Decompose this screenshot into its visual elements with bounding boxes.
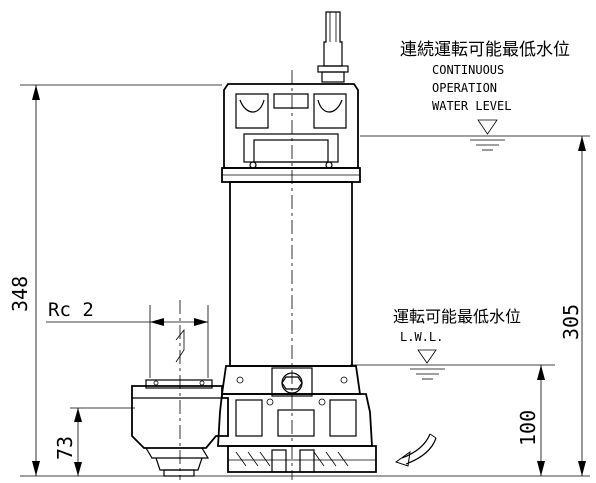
dimension-total-height-value: 348	[8, 276, 32, 312]
continuous-level-label-en-3: WATER LEVEL	[432, 99, 511, 113]
dimension-continuous-level-value: 305	[559, 304, 583, 340]
rotation-arrow-icon	[394, 433, 437, 467]
outlet-elbow	[131, 300, 229, 480]
dimension-outlet-height: 73	[53, 407, 135, 476]
continuous-level-label-jp: 連続運転可能最低水位	[400, 40, 570, 60]
dimension-total-height: 348	[8, 84, 380, 477]
continuous-level-label-en-1: CONTINUOUS	[432, 63, 504, 77]
dimension-lwl-level-value: 100	[516, 410, 540, 446]
dimension-outlet-width	[46, 305, 209, 378]
dimension-continuous-level: 305	[380, 136, 590, 477]
dimension-outlet-height-value: 73	[53, 436, 77, 460]
lwl-label-jp: 運転可能最低水位	[393, 307, 521, 326]
dimension-lwl-level: 100	[516, 365, 545, 476]
continuous-water-level	[360, 119, 590, 151]
continuous-level-label-en-2: OPERATION	[432, 81, 497, 95]
pump-body	[217, 11, 377, 480]
lwl-water-level	[350, 349, 555, 380]
lwl-label-en: L.W.L.	[400, 330, 443, 344]
outlet-label: Rc 2	[48, 299, 94, 321]
